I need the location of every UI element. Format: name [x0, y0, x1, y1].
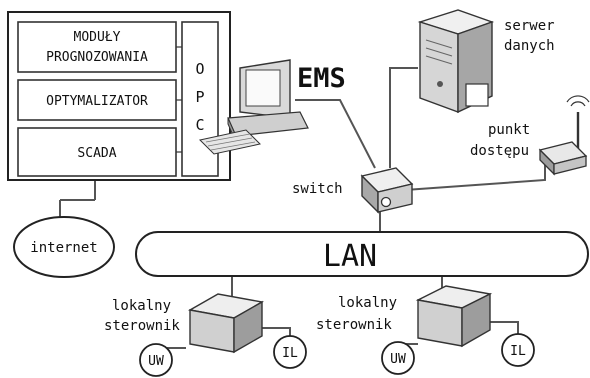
uw-node	[139, 343, 173, 377]
modules-label-line2: PROGNOZOWANIA	[46, 50, 148, 65]
uw-node-label: UW	[148, 354, 164, 369]
uw-node	[381, 341, 415, 375]
scada-box	[17, 127, 177, 177]
controller2-il-link	[488, 321, 519, 334]
lan-bus	[135, 231, 589, 277]
internet-cloud	[13, 216, 115, 278]
il-node-label: IL	[510, 344, 526, 359]
modules-label-line1: MODUŁY	[74, 30, 121, 45]
computer-icon	[198, 59, 309, 155]
controller1-il-link	[260, 327, 291, 338]
scada-label: SCADA	[77, 146, 116, 161]
ap-switch-link	[404, 162, 546, 191]
controller1-uw-link	[167, 347, 186, 352]
lan-label: LAN	[323, 239, 377, 274]
server-icon	[417, 9, 495, 114]
server-switch-link	[389, 67, 418, 168]
ems-software-block: MODUŁY PROGNOZOWANIA OPTYMALIZATOR SCADA…	[7, 11, 231, 181]
opc-letter: P	[195, 88, 204, 106]
controller-label-line1: lokalny	[112, 298, 171, 314]
local-controller-icon	[187, 293, 265, 354]
switch-icon	[360, 167, 414, 214]
modules-box	[17, 21, 177, 73]
controller-label-line2: sterownik	[316, 317, 392, 333]
server-label-line2: danych	[504, 38, 555, 54]
il-node-label: IL	[282, 346, 298, 361]
ems-switch-link	[295, 99, 376, 169]
access-point-icon	[538, 95, 590, 176]
il-node	[501, 333, 535, 367]
ems-label: EMS	[297, 63, 346, 94]
controller-label-line2: sterownik	[104, 318, 180, 334]
switch-label: switch	[292, 181, 343, 197]
opc-letter: C	[195, 116, 204, 134]
opc-letter: O	[195, 60, 204, 78]
connection-lines	[59, 67, 546, 352]
optimizer-label: OPTYMALIZATOR	[46, 94, 148, 109]
controller-label-line1: lokalny	[338, 295, 397, 311]
access-point-label-line2: dostępu	[470, 143, 529, 159]
optimizer-box	[17, 79, 177, 121]
access-point-label-line1: punkt	[488, 122, 530, 138]
local-controller-icon	[415, 285, 493, 348]
internet-label: internet	[30, 240, 97, 256]
uw-node-label: UW	[390, 352, 406, 367]
server-label-line1: serwer	[504, 18, 555, 34]
il-node	[273, 335, 307, 369]
